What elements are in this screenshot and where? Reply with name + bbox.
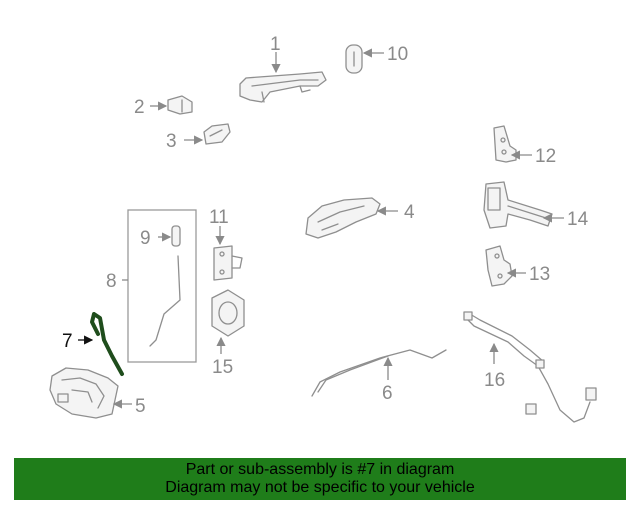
part-15-gasket: 15	[211, 289, 245, 378]
callout-12: 12	[535, 146, 556, 167]
callout-14: 14	[567, 209, 589, 230]
callout-2: 2	[134, 97, 145, 118]
part-1-outside-handle: 1	[239, 34, 327, 103]
part-14-hinge: 14	[483, 181, 589, 230]
part-8-rod-kit: 8 9	[106, 209, 197, 363]
callout-8: 8	[106, 271, 117, 292]
callout-1: 1	[270, 34, 281, 55]
callout-16: 16	[484, 370, 505, 391]
banner-line-1: Part or sub-assembly is #7 in diagram	[185, 461, 455, 478]
part-2-clip: 2	[134, 95, 193, 118]
info-banner: Part or sub-assembly is #7 in diagram Di…	[14, 458, 626, 500]
callout-3: 3	[166, 131, 177, 152]
part-10-cap: 10	[345, 44, 408, 74]
callout-13: 13	[529, 264, 550, 285]
part-7-rod-highlighted: 7	[62, 312, 124, 376]
banner-line-2: Diagram may not be specific to your vehi…	[165, 479, 475, 496]
part-16-harness: 16	[463, 311, 597, 423]
part-3-bezel: 3	[166, 123, 231, 152]
part-5-latch: 5	[49, 367, 146, 419]
callout-10: 10	[387, 44, 408, 65]
part-4-inside-handle: 4	[305, 197, 415, 239]
callout-9: 9	[140, 228, 151, 249]
part-6-cable: 6	[311, 349, 447, 404]
callout-5: 5	[135, 396, 146, 417]
callout-7: 7	[62, 331, 73, 352]
part-12-hinge: 12	[493, 125, 556, 167]
callout-6: 6	[382, 383, 393, 404]
part-13-bracket: 13	[485, 245, 550, 287]
callout-4: 4	[404, 202, 415, 223]
part-11-striker: 11	[209, 207, 243, 281]
callout-11: 11	[209, 207, 229, 228]
callout-15: 15	[212, 357, 233, 378]
